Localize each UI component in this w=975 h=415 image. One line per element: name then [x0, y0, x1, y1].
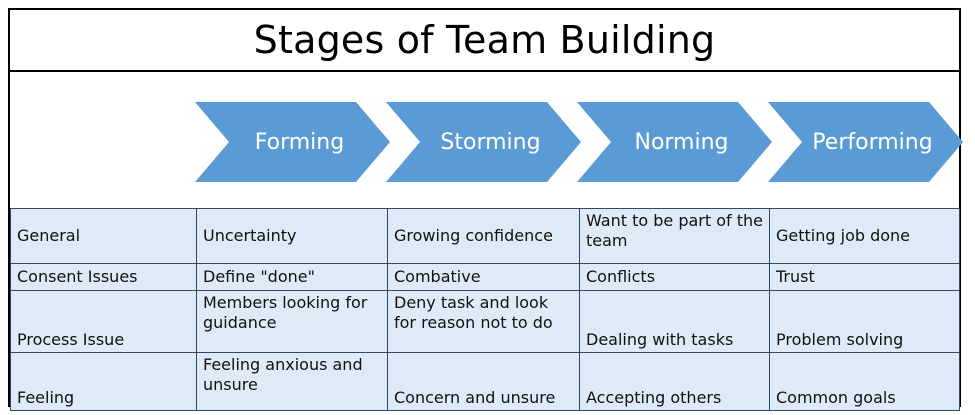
stage-chevron-storming[interactable]: Storming — [386, 102, 581, 182]
table-cell: Trust — [769, 263, 960, 291]
table-cell: Common goals — [769, 352, 960, 411]
page-title: Stages of Team Building — [253, 18, 716, 62]
table-cell: Concern and unsure — [387, 352, 580, 411]
stage-chevron-performing[interactable]: Performing — [768, 102, 963, 182]
table-cell: Dealing with tasks — [579, 290, 770, 353]
table-row: Consent Issues Define "done" Combative C… — [10, 263, 960, 291]
table-cell: Want to be part of the team — [579, 208, 770, 264]
stage-chevron-row: Forming Storming Norming Performing — [10, 72, 959, 208]
table-cell: Getting job done — [769, 208, 960, 264]
stage-chevron-label: Performing — [812, 129, 933, 155]
table-cell: Consent Issues — [10, 263, 197, 291]
stage-chevron-label: Storming — [440, 129, 541, 155]
table-cell: Deny task and look for reason not to do — [387, 290, 580, 353]
table-row: Feeling Feeling anxious and unsure Conce… — [10, 352, 960, 411]
title-bar: Stages of Team Building — [10, 10, 959, 72]
table-cell: Feeling — [10, 352, 197, 411]
table-cell: Accepting others — [579, 352, 770, 411]
table-cell: Feeling anxious and unsure — [196, 352, 388, 411]
stage-chevron-label: Norming — [634, 129, 729, 155]
table-cell: Problem solving — [769, 290, 960, 353]
table-row: General Uncertainty Growing confidence W… — [10, 208, 960, 264]
table-cell: Conflicts — [579, 263, 770, 291]
slide-frame: Stages of Team Building Forming Storming… — [8, 8, 961, 411]
stage-chevron-forming[interactable]: Forming — [195, 102, 390, 182]
table-cell: Combative — [387, 263, 580, 291]
stages-table: General Uncertainty Growing confidence W… — [10, 208, 960, 411]
stage-chevron-label: Forming — [254, 129, 345, 155]
stage-chevron-norming[interactable]: Norming — [577, 102, 772, 182]
table-cell: Define "done" — [196, 263, 388, 291]
table-cell: Process Issue — [10, 290, 197, 353]
table-row: Process Issue Members looking for guidan… — [10, 290, 960, 353]
table-cell: General — [10, 208, 197, 264]
table-cell: Members looking for guidance — [196, 290, 388, 353]
table-cell: Uncertainty — [196, 208, 388, 264]
table-cell: Growing confidence — [387, 208, 580, 264]
